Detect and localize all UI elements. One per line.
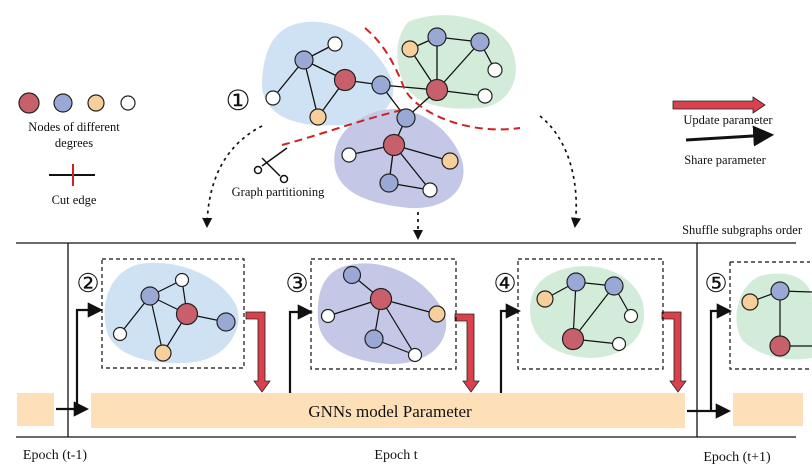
epoch-next-label: Epoch (t+1) <box>703 450 771 465</box>
share-arrows <box>56 302 733 419</box>
param-bar-prev <box>17 393 54 426</box>
step-5-label: ⑤ <box>704 269 727 298</box>
cut-line-lower <box>281 109 403 146</box>
update-parameter-label: Update parameter <box>683 113 773 127</box>
legend-nodes-label-1: Nodes of different <box>28 120 120 134</box>
partitioned-graph <box>261 15 521 209</box>
blue-region <box>261 21 394 126</box>
subgraph-panel-2 <box>101 258 245 369</box>
epoch-prev-label: Epoch (t-1) <box>23 448 87 463</box>
step-4-label: ④ <box>493 269 516 298</box>
legend-node-low <box>87 94 105 112</box>
shuffle-label: Shuffle subgraphs order <box>682 223 803 237</box>
graph-nodes <box>265 27 503 198</box>
legend-node-mid <box>53 93 73 113</box>
graph-partitioning-label: Graph partitioning <box>232 185 325 199</box>
share-parameter-icon <box>685 125 775 147</box>
share-parameter-label: Share parameter <box>684 153 766 167</box>
epoch-current-label: Epoch t <box>374 448 417 463</box>
subgraph-panel-5 <box>729 261 812 370</box>
step-2-label: ② <box>76 269 99 298</box>
param-bar-current <box>91 393 685 428</box>
update-arrows <box>245 311 687 393</box>
subgraph-panel-3 <box>310 258 457 370</box>
epoch-boundaries <box>16 242 796 438</box>
cut-edge-label: Cut edge <box>52 193 97 207</box>
subgraph-panel-4 <box>517 258 664 370</box>
param-bar-next <box>733 393 803 426</box>
node-degree-legend <box>18 92 136 114</box>
scissors-icon <box>253 147 289 184</box>
legend-nodes-label-2: degrees <box>55 136 93 150</box>
cut-edge-legend-icon <box>49 164 95 186</box>
legend-node-min <box>120 95 136 111</box>
step-1-label: ① <box>225 86 250 117</box>
dotted-arrow-left <box>202 125 263 229</box>
legend-node-high <box>18 92 40 114</box>
step-3-label: ③ <box>285 269 308 298</box>
green-region <box>397 15 516 109</box>
dotted-arrow-right <box>539 115 582 229</box>
param-label: GNNs model Parameter <box>308 402 472 421</box>
update-parameter-icon <box>672 96 766 114</box>
cut-line-upper <box>364 27 521 131</box>
